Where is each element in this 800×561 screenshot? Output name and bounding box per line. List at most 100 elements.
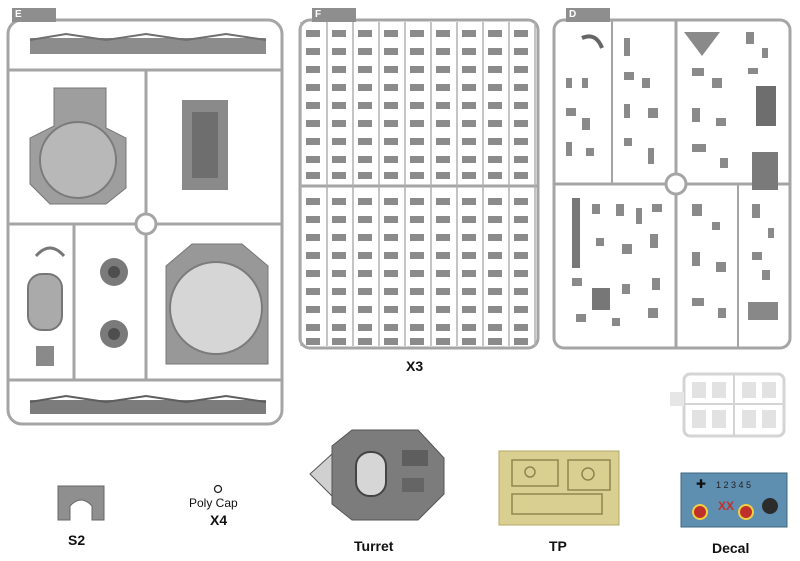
track-link — [358, 172, 372, 179]
track-link — [488, 84, 502, 91]
small-part — [624, 72, 634, 80]
svg-text:XX: XX — [718, 499, 734, 513]
small-part — [692, 68, 704, 76]
track-link — [410, 216, 424, 223]
track-link — [436, 66, 450, 73]
track-link — [488, 102, 502, 109]
sprue-f-frame — [298, 18, 540, 350]
track-link — [410, 66, 424, 73]
track-link — [462, 288, 476, 295]
track-link — [462, 156, 476, 163]
track-link — [488, 288, 502, 295]
sprue-d: D — [552, 8, 792, 350]
track-link — [358, 102, 372, 109]
small-part — [612, 318, 620, 326]
track-link — [436, 270, 450, 277]
svg-text:1 2 3 4 5: 1 2 3 4 5 — [716, 480, 751, 490]
small-part — [566, 108, 576, 116]
track-link — [436, 306, 450, 313]
small-part — [718, 308, 726, 318]
track-link — [410, 288, 424, 295]
track-link — [384, 270, 398, 277]
small-part — [642, 78, 650, 88]
track-link — [358, 120, 372, 127]
track-link — [332, 156, 346, 163]
track-link — [306, 306, 320, 313]
small-part — [636, 208, 642, 224]
track-link — [306, 102, 320, 109]
track-link — [436, 288, 450, 295]
track-link — [384, 216, 398, 223]
track-link — [384, 102, 398, 109]
track-link — [306, 156, 320, 163]
small-part — [648, 148, 654, 164]
track-link — [384, 120, 398, 127]
small-part — [622, 244, 632, 254]
track-link — [462, 270, 476, 277]
small-part — [582, 78, 588, 88]
track-link — [306, 324, 320, 331]
small-part — [652, 204, 662, 212]
track-link — [332, 48, 346, 55]
track-link — [384, 234, 398, 241]
track-link — [436, 102, 450, 109]
track-link — [462, 66, 476, 73]
track-link — [462, 102, 476, 109]
track-link — [332, 30, 346, 37]
track-link — [410, 120, 424, 127]
track-link — [358, 216, 372, 223]
track-link — [488, 120, 502, 127]
small-part — [748, 68, 758, 74]
track-link — [462, 252, 476, 259]
track-link — [436, 172, 450, 179]
poly-cap-icon — [213, 484, 223, 494]
track-link — [384, 288, 398, 295]
small-part — [572, 278, 582, 286]
track-link — [332, 234, 346, 241]
track-link — [332, 172, 346, 179]
track-link — [332, 288, 346, 295]
track-link — [514, 198, 528, 205]
track-link — [306, 234, 320, 241]
track-link — [462, 120, 476, 127]
track-link — [410, 30, 424, 37]
track-link — [358, 252, 372, 259]
track-link — [384, 84, 398, 91]
small-part — [712, 222, 720, 230]
track-link — [514, 216, 528, 223]
small-part — [650, 234, 658, 248]
sprue-f-quantity-label: X3 — [406, 358, 424, 374]
track-link — [436, 338, 450, 345]
track-link — [384, 48, 398, 55]
small-part — [716, 262, 726, 272]
small-part — [592, 204, 600, 214]
track-link — [410, 198, 424, 205]
track-link — [488, 66, 502, 73]
track-link — [514, 234, 528, 241]
track-link — [514, 324, 528, 331]
track-link — [514, 120, 528, 127]
track-link — [358, 198, 372, 205]
track-link — [410, 156, 424, 163]
small-part — [648, 108, 658, 118]
track-link — [410, 252, 424, 259]
track-link — [462, 172, 476, 179]
small-part — [624, 138, 632, 146]
track-link — [306, 138, 320, 145]
small-part — [712, 78, 722, 88]
small-part — [692, 252, 700, 266]
poly-cap-label: Poly Cap — [189, 496, 238, 510]
track-link — [384, 66, 398, 73]
track-link — [462, 198, 476, 205]
small-part — [762, 270, 770, 280]
s2-label: S2 — [68, 532, 86, 548]
track-link — [436, 120, 450, 127]
track-link — [410, 324, 424, 331]
track-link — [488, 270, 502, 277]
track-link — [306, 288, 320, 295]
track-link — [358, 270, 372, 277]
track-link — [358, 66, 372, 73]
track-link — [436, 138, 450, 145]
track-link — [436, 234, 450, 241]
track-link — [410, 172, 424, 179]
